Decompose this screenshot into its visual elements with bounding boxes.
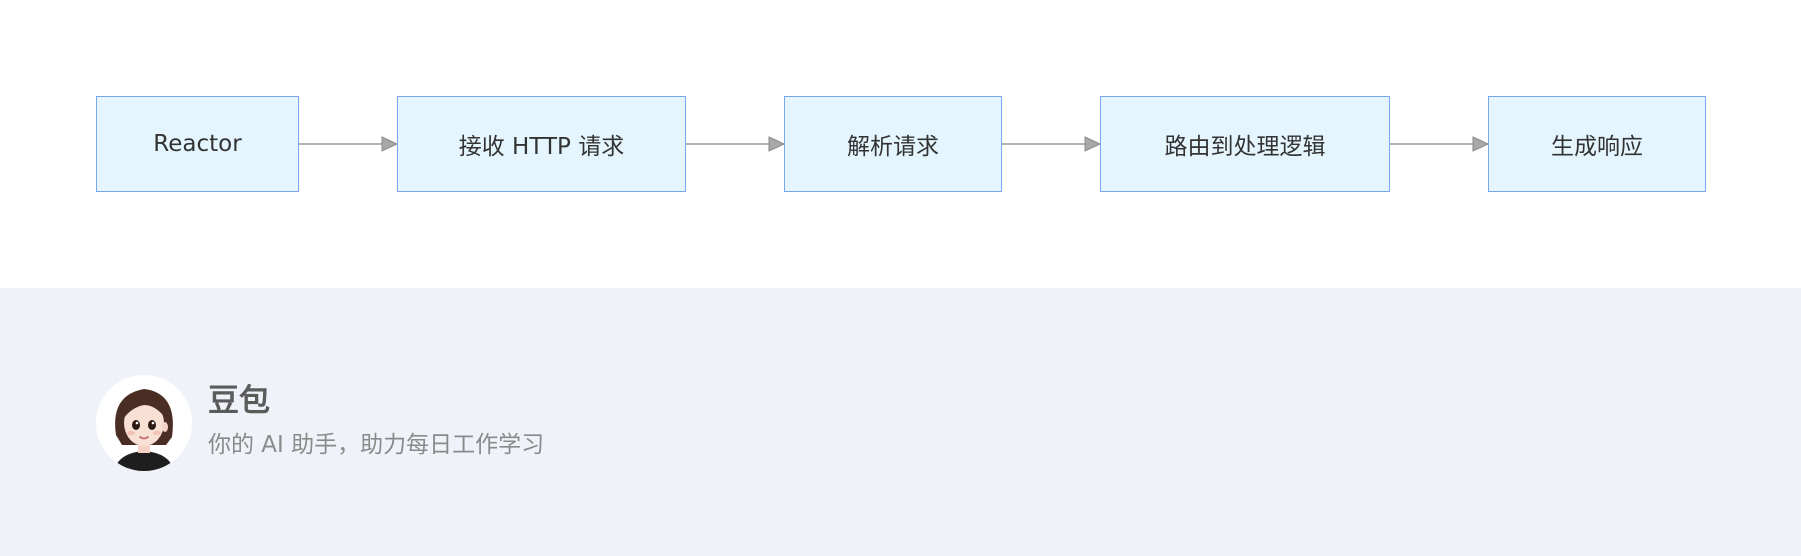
node-reactor: Reactor	[96, 96, 299, 192]
node-parse-request: 解析请求	[784, 96, 1002, 192]
footer-banner: 豆包 你的 AI 助手，助力每日工作学习	[0, 288, 1801, 556]
node-receive-http-request: 接收 HTTP 请求	[397, 96, 686, 192]
edge-arrowhead-reactor-receive	[381, 136, 399, 152]
node-label: 解析请求	[847, 134, 939, 160]
node-label: Reactor	[153, 131, 242, 157]
edge-arrowhead-receive-parse	[768, 136, 786, 152]
flow-diagram: Reactor 接收 HTTP 请求 解析请求 路由到处理逻辑 生成响应	[96, 96, 1706, 192]
avatar-girl-icon	[96, 375, 192, 471]
node-generate-response: 生成响应	[1488, 96, 1706, 192]
brand-name: 豆包	[208, 383, 270, 419]
brand-tagline: 你的 AI 助手，助力每日工作学习	[208, 432, 545, 458]
node-label: 接收 HTTP 请求	[458, 134, 625, 160]
node-label: 生成响应	[1551, 134, 1643, 160]
node-label: 路由到处理逻辑	[1164, 134, 1326, 160]
node-route-to-handler: 路由到处理逻辑	[1100, 96, 1390, 192]
edge-arrowhead-parse-route	[1084, 136, 1102, 152]
edge-arrowhead-route-respond	[1472, 136, 1490, 152]
